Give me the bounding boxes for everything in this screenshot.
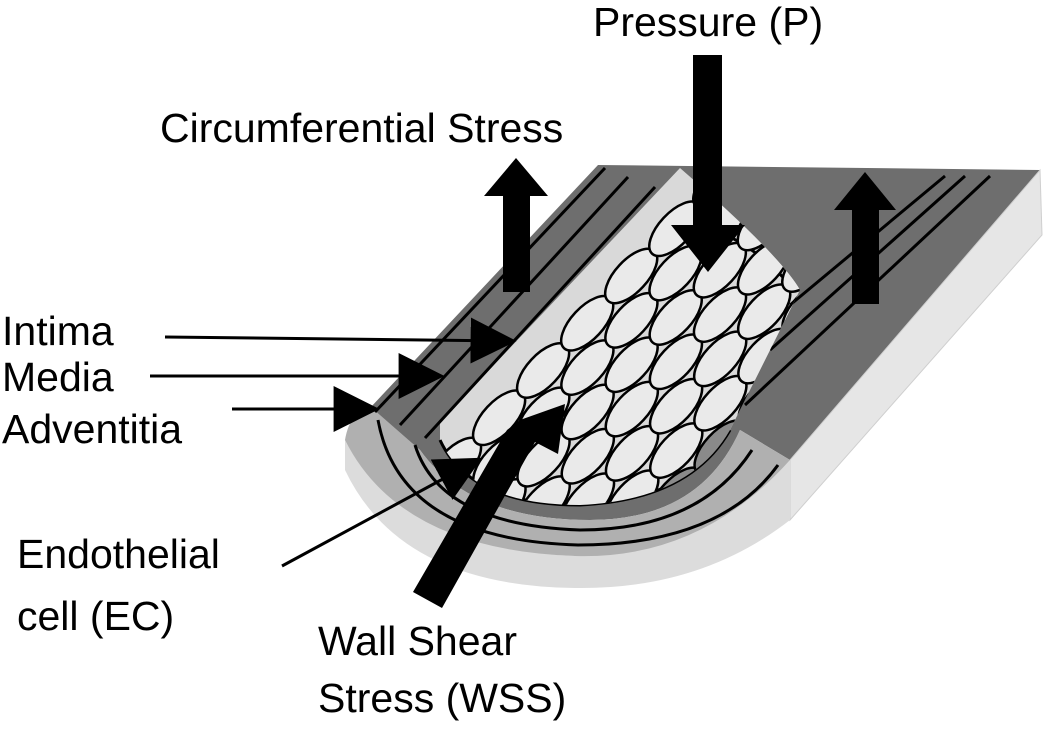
adventitia-label: Adventitia [2, 406, 183, 452]
wss-label-line2: Stress (WSS) [318, 675, 567, 721]
wall-shear-stress-arrow [413, 404, 565, 608]
endothelial-leader [281, 457, 483, 568]
endothelial-cell [729, 99, 799, 171]
endothelial-cell [773, 96, 843, 168]
circumferential-stress-arrow-left [484, 158, 548, 292]
intima-label: Intima [2, 308, 114, 354]
endothelial-cell [817, 93, 887, 165]
endothelial-cell-label-line2: cell (EC) [17, 593, 175, 639]
intima-leader [164, 317, 517, 364]
circumferential-stress-label: Circumferential Stress [160, 105, 564, 151]
pressure-arrow [671, 55, 745, 272]
wss-label-line1: Wall Shear [318, 618, 517, 664]
endothelial-cell [598, 595, 668, 667]
endothelial-cell [861, 90, 931, 162]
adventitia-media-boundary [376, 419, 780, 547]
endothelial-cell-label-line1: Endothelial [17, 531, 220, 577]
media-label: Media [2, 354, 114, 400]
endothelial-cell [773, 51, 843, 123]
pressure-label: Pressure (P) [593, 0, 824, 45]
endothelial-cell [817, 48, 887, 120]
circumferential-stress-arrow-right [834, 172, 896, 304]
